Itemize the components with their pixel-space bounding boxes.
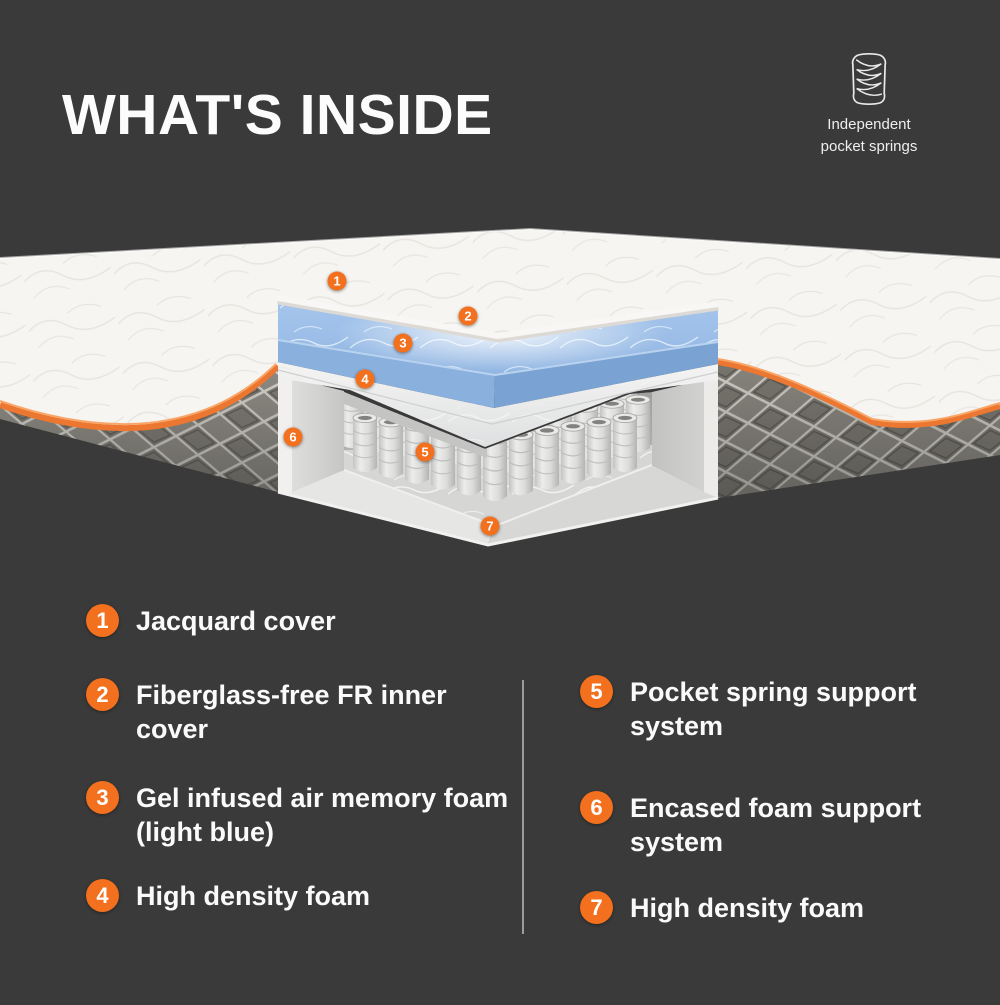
legend-label-6: Encased foam support system [630,793,922,857]
pocket-springs-badge: Independent pocket springs [793,52,945,158]
legend-item-5: 5 Pocket spring support system [580,675,960,743]
callout-4: 4 [355,369,375,389]
legend-label-7: High density foam [630,893,865,923]
legend-badge-2: 2 [86,678,119,711]
callout-5: 5 [415,442,435,462]
bottom-foam-ledge [277,465,719,547]
callout-1: 1 [327,271,347,291]
spring-room [344,392,652,526]
pocket-spring-icon [851,52,887,106]
orange-piping [0,358,1000,432]
legend-badge-6: 6 [580,791,613,824]
legend-divider [522,680,524,934]
legend-item-4: 4 High density foam [86,879,516,913]
legend-item-3: 3 Gel infused air memory foam (light blu… [86,781,516,849]
legend-item-1: 1 Jacquard cover [86,604,516,638]
legend-label-5: Pocket spring support system [630,677,917,741]
legend-label-2: Fiberglass-free FR inner cover [136,680,447,744]
badge-label-line2: pocket springs [820,138,918,155]
legend-item-7: 7 High density foam [580,891,960,925]
legend-badge-7: 7 [580,891,613,924]
quilted-side-panel-right [718,362,1000,498]
cover-cut-edge [277,295,719,343]
legend-label-4: High density foam [136,881,371,911]
legend-label-3: Gel infused air memory foam (light blue) [136,783,509,847]
callout-6: 6 [283,427,303,447]
callout-2: 2 [458,306,478,326]
legend-badge-4: 4 [86,879,119,912]
legend-badge-3: 3 [86,781,119,814]
badge-label-line1: Independent [827,116,911,133]
legend-item-2: 2 Fiberglass-free FR inner cover [86,678,516,746]
callout-7: 7 [480,516,500,536]
cutaway [277,295,719,547]
legend-item-6: 6 Encased foam support system [580,791,960,859]
page-title: WHAT'S INSIDE [62,83,493,147]
legend-badge-5: 5 [580,675,613,708]
legend-label-1: Jacquard cover [136,606,336,636]
foam-frame-beam [344,392,487,458]
foam-frame-pillars [278,372,718,498]
callout-3: 3 [393,333,413,353]
legend-badge-1: 1 [86,604,119,637]
